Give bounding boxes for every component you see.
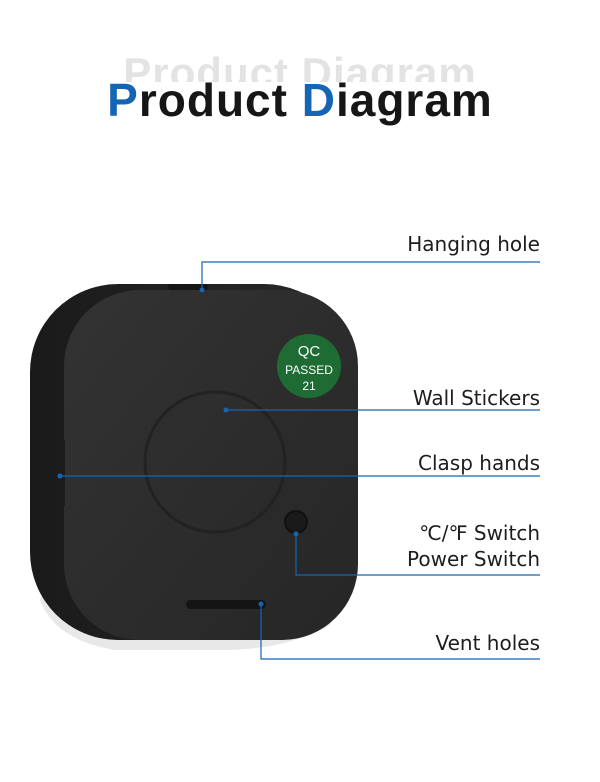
hanging-hole — [168, 284, 208, 290]
label-temperature-switch: ℃/℉ Switch — [419, 521, 540, 545]
dot-hanging-hole — [199, 287, 205, 293]
dot-clasp-hands — [57, 473, 63, 479]
leader-switch — [295, 534, 540, 576]
title-word-product: roduct — [138, 74, 302, 126]
leader-hanging-hole — [201, 261, 540, 290]
title-shadow-text: Product Diagram — [123, 52, 477, 82]
clasp-notch — [57, 438, 65, 508]
qc-badge: QC PASSED 21 — [277, 334, 341, 398]
title-initial-p: P — [107, 74, 139, 126]
label-vent-holes: Vent holes — [435, 631, 540, 655]
qc-badge-line2: PASSED — [285, 363, 333, 377]
switch-button — [284, 510, 308, 534]
dot-wall-stickers — [223, 407, 229, 413]
leader-vent-holes — [260, 604, 540, 660]
qc-badge-line1: QC — [298, 343, 321, 360]
leader-dots — [57, 287, 299, 607]
label-hanging-hole: Hanging hole — [407, 232, 540, 256]
page-title: Product Diagram Product Diagram — [0, 52, 600, 142]
wall-sticker-ring — [143, 390, 287, 534]
qc-badge-line3: 21 — [302, 379, 316, 393]
dot-switch — [293, 531, 299, 537]
label-clasp-hands: Clasp hands — [418, 451, 540, 475]
title-word-diagram: iagram — [335, 74, 493, 126]
leader-lines — [60, 261, 540, 660]
label-wall-stickers: Wall Stickers — [412, 386, 540, 410]
title-text: Product Diagram — [0, 74, 600, 126]
qc-badge-circle — [277, 334, 341, 398]
title-initial-d: D — [301, 74, 336, 126]
vent-slot — [186, 600, 266, 609]
label-power-switch: Power Switch — [407, 547, 540, 571]
dot-vent-holes — [258, 601, 264, 607]
